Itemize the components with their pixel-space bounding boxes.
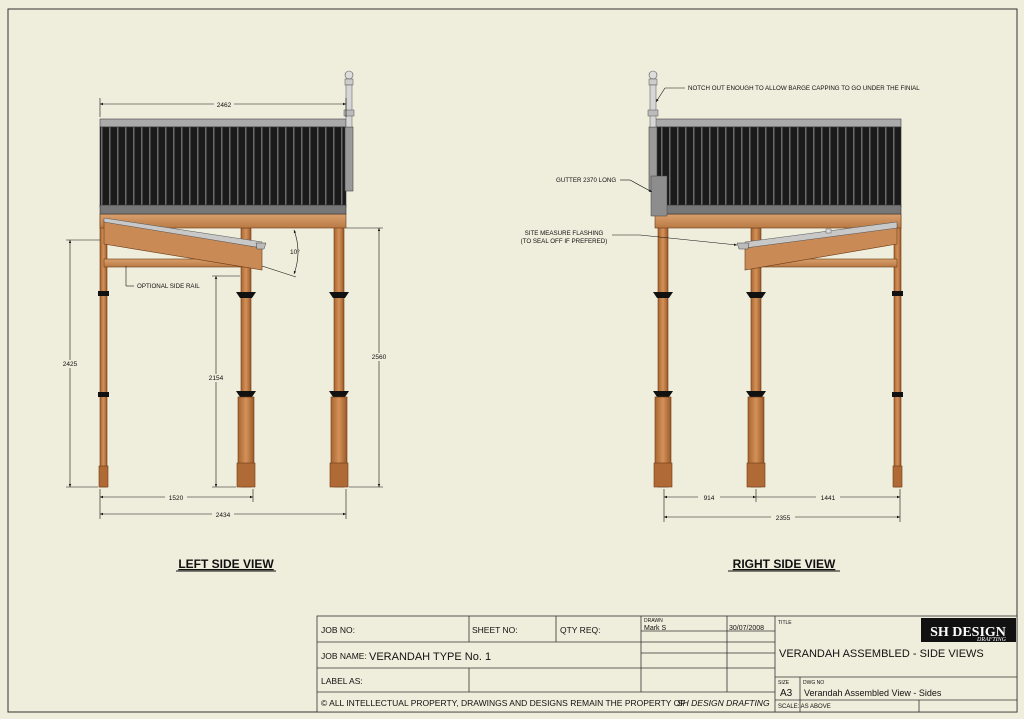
title-label: TITLE — [778, 620, 792, 626]
right-beam — [654, 213, 902, 229]
size-value: A3 — [780, 688, 793, 699]
company-logo: SH DESIGN DRAFTING — [921, 618, 1016, 643]
dwg-no: Verandah Assembled View - Sides — [804, 688, 942, 698]
left-dim-height-right: 2560 — [372, 354, 387, 361]
drawing-title: VERANDAH ASSEMBLED - SIDE VIEWS — [779, 648, 984, 660]
copyright-company: SH DESIGN DRAFTING — [677, 698, 770, 708]
logo-main: SH DESIGN — [930, 625, 1006, 640]
dwg-no-label: DWG NO — [803, 680, 824, 686]
right-post-3 — [892, 214, 903, 488]
left-side-view: 2462 2425 2154 2560 1520 2434 10° OPTION… — [60, 70, 389, 572]
left-roof-sheeting — [99, 126, 347, 208]
left-dim-angle: 10° — [290, 248, 300, 256]
right-view-title: RIGHT SIDE VIEW — [733, 557, 836, 571]
right-roof-sheeting — [654, 126, 902, 208]
right-dim-bottom-1: 914 — [704, 495, 715, 502]
right-note-flashing-2: (TO SEAL OFF IF PREFERED) — [521, 238, 608, 245]
left-view-title: LEFT SIDE VIEW — [178, 557, 274, 571]
left-post-3 — [329, 219, 349, 488]
job-name: VERANDAH TYPE No. 1 — [369, 651, 491, 663]
left-dim-top: 2462 — [217, 102, 232, 109]
right-note-notch: NOTCH OUT ENOUGH TO ALLOW BARGE CAPPING … — [688, 85, 920, 92]
right-dim-bottom-3: 2355 — [776, 515, 791, 522]
left-dim-bottom-1: 1520 — [169, 495, 184, 502]
left-note-side-rail: OPTIONAL SIDE RAIL — [137, 283, 200, 290]
right-gutter — [650, 175, 668, 217]
title-block-text: JOB NO: SHEET NO: QTY REQ: DRAWN Mark S … — [321, 618, 984, 710]
sheet-no-label: SHEET NO: — [472, 625, 518, 635]
right-finial — [647, 70, 659, 128]
qty-req-label: QTY REQ: — [560, 625, 600, 635]
drawn-label: DRAWN — [644, 618, 663, 624]
left-roof-capping — [99, 118, 347, 128]
size-label: SIZE — [778, 680, 790, 686]
label-as-label: LABEL AS: — [321, 676, 363, 686]
job-no-label: JOB NO: — [321, 625, 355, 635]
right-note-gutter: GUTTER 2370 LONG — [556, 177, 616, 184]
left-finial — [343, 70, 355, 128]
right-side-view: 914 1441 2355 NOTCH OUT ENOUGH TO ALLOW … — [521, 70, 920, 572]
logo-sub: DRAFTING — [976, 637, 1007, 643]
left-post-1 — [98, 214, 109, 488]
copyright-text: © ALL INTELLECTUAL PROPERTY, DRAWINGS AN… — [321, 698, 685, 708]
left-post-2 — [236, 227, 256, 488]
right-post-2 — [746, 227, 766, 488]
right-post-1 — [653, 219, 673, 488]
drawn-date: 30/07/2008 — [729, 625, 764, 632]
title-block — [316, 615, 1018, 713]
right-roof-capping — [654, 118, 902, 128]
left-dim-height-mid: 2154 — [209, 375, 224, 382]
left-dim-bottom-2: 2434 — [216, 512, 231, 519]
right-note-flashing-1: SITE MEASURE FLASHING — [525, 230, 604, 237]
scale: SCALE: AS ABOVE — [778, 704, 831, 710]
drawn-by: Mark S — [644, 625, 667, 632]
right-dim-bottom-2: 1441 — [821, 495, 836, 502]
job-name-label: JOB NAME: — [321, 651, 367, 661]
sheet-border — [7, 8, 1018, 713]
left-dim-height-left: 2425 — [63, 361, 78, 368]
